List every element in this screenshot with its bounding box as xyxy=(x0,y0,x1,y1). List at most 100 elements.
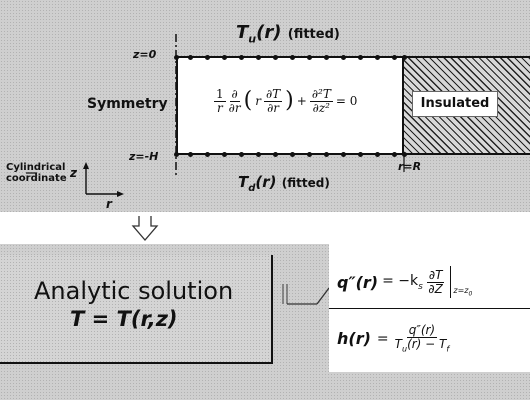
boundary-node-top xyxy=(323,54,329,60)
boundary-node-top xyxy=(391,54,397,60)
q-eval: z=z0 xyxy=(453,286,472,298)
boundary-node-top xyxy=(187,54,193,60)
cylindrical-coordinate-label: Cylindrical coordinate xyxy=(6,162,67,184)
q-rhs: = −ks xyxy=(382,273,423,292)
eq-d2t-dz2: ∂²T∂z² xyxy=(309,87,333,115)
heat-transfer-coefficient-equation: h(r) = q″(r) Tu(r) − Tf xyxy=(337,324,449,353)
eq-dz2: ∂z² xyxy=(312,100,330,115)
boundary-node-bottom xyxy=(306,151,312,157)
axis-r-label: r xyxy=(106,197,112,211)
boundary-node-top xyxy=(221,54,227,60)
eq-equals-zero: = 0 xyxy=(335,94,358,109)
lower-boundary-label: Td(r) (fitted) xyxy=(238,173,330,194)
eq-plus: + xyxy=(296,94,307,109)
axis-z-label: z xyxy=(70,166,77,180)
axis-arrows xyxy=(83,162,124,197)
boundary-node-bottom xyxy=(401,151,407,157)
boundary-node-bottom xyxy=(272,151,278,157)
h-den-tu: T xyxy=(394,336,402,351)
eq-close-paren: ) xyxy=(285,88,294,114)
boundary-node-bottom xyxy=(357,151,363,157)
td-argument: (r) xyxy=(255,173,277,191)
upper-boundary-label: Tu(r) (fitted) xyxy=(236,22,340,46)
td-symbol: T xyxy=(238,173,249,191)
q-num: ∂T xyxy=(426,267,445,283)
h-den: Tu(r) − Tf xyxy=(394,336,450,354)
q-lhs: q″(r) xyxy=(337,272,379,292)
h-fraction: q″(r) Tu(r) − Tf xyxy=(395,324,450,353)
symmetry-label: Symmetry xyxy=(87,96,168,112)
boundary-node-bottom xyxy=(173,151,179,157)
h-equals: = xyxy=(376,330,389,347)
cyl-line2: coordinate xyxy=(6,173,67,184)
boundary-node-top xyxy=(272,54,278,60)
td-subscript: d xyxy=(248,183,256,194)
h-den-mid: (r) − T xyxy=(407,336,447,351)
boundary-node-top xyxy=(306,54,312,60)
boundary-node-bottom xyxy=(255,151,261,157)
eq-r-inner: r xyxy=(255,94,261,109)
eq-d2t: ∂²T xyxy=(309,87,333,102)
flux-coefficient-box: q″(r) = −ks ∂T∂Z z=z0 h(r) = q″(r) Tu(r)… xyxy=(329,244,530,372)
eq-d-dr: ∂∂r xyxy=(229,88,241,114)
implies-arrow-icon xyxy=(282,284,330,305)
boundary-node-bottom xyxy=(289,151,295,157)
down-arrow-icon xyxy=(131,216,159,241)
eq-partial: ∂ xyxy=(229,87,240,102)
z-minus-h-label: z=-H xyxy=(129,150,159,163)
eq-dr-2: ∂r xyxy=(267,100,280,115)
insulated-label: Insulated xyxy=(412,91,498,117)
tu-fitted-note: (fitted) xyxy=(287,27,340,42)
tu-argument: (r) xyxy=(256,22,282,43)
h-den-tf-sub: f xyxy=(446,343,450,353)
boundary-node-top xyxy=(340,54,346,60)
r-equals-r-label: r=R xyxy=(398,160,422,173)
boundary-node-bottom xyxy=(340,151,346,157)
boundary-node-top xyxy=(173,54,179,60)
boundary-node-bottom xyxy=(187,151,193,157)
z-arrowhead xyxy=(83,162,89,169)
analytic-equation: T = T(r,z) xyxy=(70,307,178,331)
q-sub: s xyxy=(418,281,423,292)
eq-r: r xyxy=(216,100,223,115)
q-eval-text: z=z xyxy=(453,286,469,296)
boundary-node-bottom xyxy=(204,151,210,157)
tu-subscript: u xyxy=(248,32,257,46)
boundary-node-bottom xyxy=(238,151,244,157)
q-eval-sub: 0 xyxy=(468,291,473,298)
boundary-node-bottom xyxy=(391,151,397,157)
boundary-node-top xyxy=(401,54,407,60)
eq-dr: ∂r xyxy=(228,100,241,115)
eq-open-paren: ( xyxy=(243,88,253,114)
boundary-node-top xyxy=(255,54,261,60)
analytic-title: Analytic solution xyxy=(34,277,234,305)
boundary-node-top xyxy=(289,54,295,60)
z-zero-label: z=0 xyxy=(133,48,157,61)
h-den-tu-sub: u xyxy=(401,343,408,353)
eq-dt-dr: ∂T∂r xyxy=(263,87,283,115)
q-eval-bar xyxy=(450,266,452,298)
h-num: q″(r) xyxy=(406,323,438,338)
analytic-solution-box: Analytic solution T = T(r,z) xyxy=(0,255,273,364)
divider-line xyxy=(329,308,530,309)
q-equals: = −k xyxy=(382,272,419,289)
td-fitted-note: (fitted) xyxy=(281,176,330,190)
boundary-node-top xyxy=(357,54,363,60)
boundary-node-bottom xyxy=(221,151,227,157)
eq-one: 1 xyxy=(214,87,226,102)
q-derivative: ∂T∂Z xyxy=(426,267,445,296)
tu-symbol: T xyxy=(236,22,249,43)
boundary-node-bottom xyxy=(323,151,329,157)
cyl-line1: Cylindrical xyxy=(6,162,66,173)
boundary-node-top xyxy=(374,54,380,60)
h-lhs: h(r) xyxy=(337,329,371,349)
heat-flux-equation: q″(r) = −ks ∂T∂Z z=z0 xyxy=(337,266,472,298)
boundary-node-top xyxy=(204,54,210,60)
boundary-node-bottom xyxy=(374,151,380,157)
eq-dt: ∂T xyxy=(263,87,283,102)
q-den: ∂Z xyxy=(428,281,443,296)
boundary-node-top xyxy=(238,54,244,60)
